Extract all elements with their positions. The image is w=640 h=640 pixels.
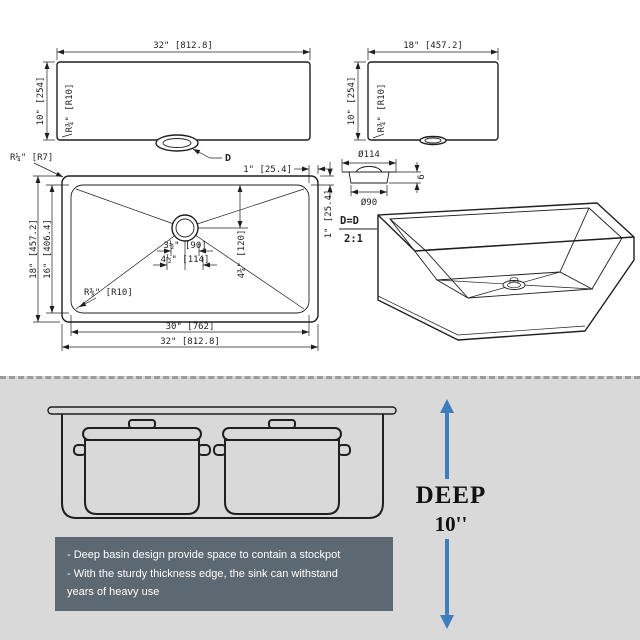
depth-arrow [440,399,454,629]
stockpot-right [213,419,351,515]
pot-knob [128,419,156,429]
rim-right-dim: 1" [25.4] [324,190,334,239]
perspective-view [377,202,635,341]
depth-callout: DEEP 10'' [405,482,497,537]
front-height-dim: 10" [254] [36,77,46,126]
front-drain [155,134,199,152]
stockpot-left [73,419,211,515]
technical-drawing: 32" [812.8] 10" [254] R¾" [R10] D 18" [4… [10,41,635,351]
front-width-dim: 32" [812.8] [153,41,213,51]
perspective-drain [502,280,526,290]
drain-dim-1: 3½" [90] [163,240,206,251]
drain-outer-dia-dim: Ø114 [358,149,380,160]
front-outline [56,61,311,141]
section-scale: 2:1 [344,233,363,245]
arrow-up-icon [440,399,454,413]
feature-note-box: - Deep basin design provide space to con… [55,537,393,612]
outer-height-dim: 18" [457.2] [29,219,39,279]
note-line: - Deep basin design provide space to con… [67,549,341,561]
note-line: years of heavy use [67,586,160,599]
inner-radius-dim: R⅜" [R10] [84,288,133,298]
drain-dim-2: 4½" [114] [161,254,210,265]
arrow-down-icon [440,615,454,629]
depth-callout-value: 10'' [434,512,468,536]
drain-inner-dia-dim: Ø90 [361,197,377,208]
sink-body-silhouette [377,215,635,341]
drain-depth-dim: 6 [417,174,427,179]
pot-lid [222,427,342,441]
corner-radius-dim: R¼" [R7] [10,153,53,163]
drain-detail: Ø114 Ø90 6 D=D 2:1 [339,149,427,245]
side-view: 18" [457.2] 10" [254] R¾" [R10] [347,41,499,146]
note-line: - With the sturdy thickness edge, the si… [67,567,338,580]
drain-profile-body [348,171,390,184]
sink-rim-inner [388,207,624,251]
inner-width-dim: 30" [762] [166,322,215,332]
sink-basin-outline [61,414,384,519]
plan-inner-outline [70,184,310,314]
rim-top-dim: 1" [25.4] [243,165,292,175]
section-label: D=D [340,215,359,227]
side-radius-dim: R¾" [R10] [377,84,387,133]
pot-knob [268,419,296,429]
inner-height-dim: 16" [406.4] [43,219,53,279]
stockpot-illustration [47,406,397,519]
side-outline [367,61,499,141]
pot-lid [82,427,202,441]
sink-rim-front [47,406,397,415]
pot-body [84,439,200,515]
outer-width-dim: 32" [812.8] [160,337,220,347]
depth-callout-word: DEEP [415,482,487,509]
drain-offset-dim: 4¾" [120] [237,230,247,279]
pot-body [224,439,340,515]
side-height-dim: 10" [254] [347,77,357,126]
top-view: 1" [25.4] 1" [25.4] 16" [406.4] 18" [457… [10,153,334,351]
drain-profile-dome [355,165,383,173]
feature-panel: DEEP 10'' - Deep basin design provide sp… [0,376,640,640]
plan-outer-outline [61,175,319,323]
front-view: 32" [812.8] 10" [254] R¾" [R10] D [36,41,311,164]
side-width-dim: 18" [457.2] [403,41,463,51]
front-drain-label: D [225,153,231,164]
front-radius-dim: R¾" [R10] [65,84,75,133]
sink-rim-outer [377,202,635,252]
